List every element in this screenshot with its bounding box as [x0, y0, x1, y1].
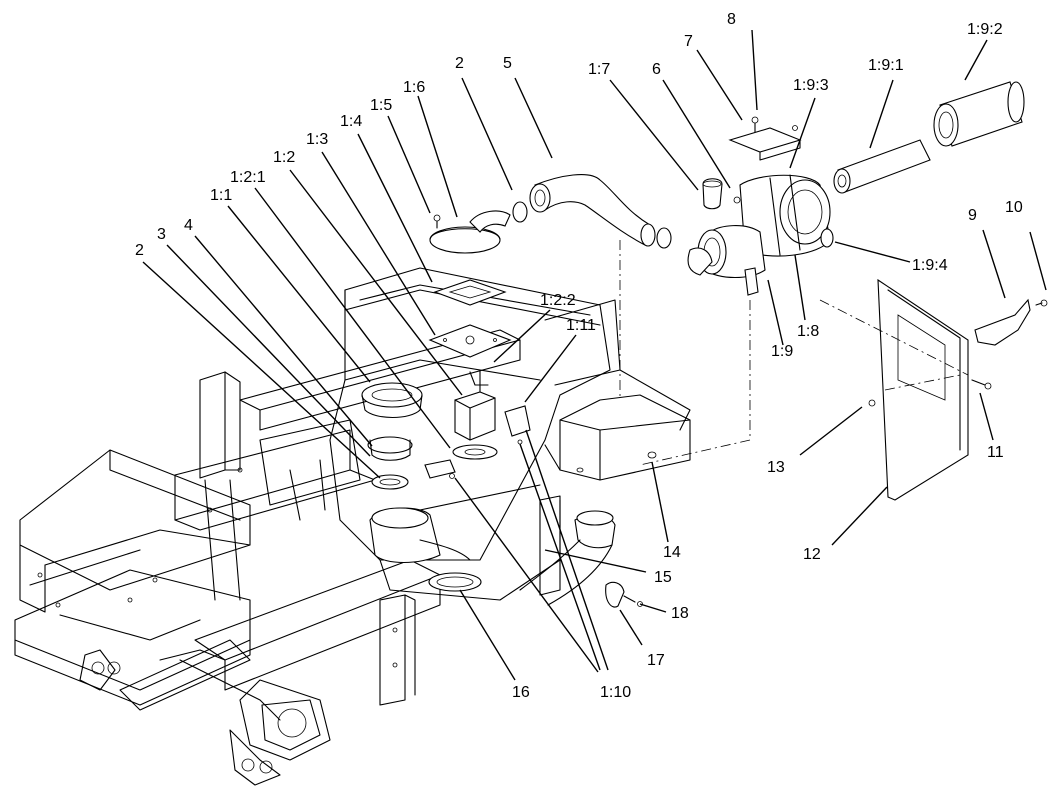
callout-2-left: 2: [135, 242, 144, 259]
rear-hose: [519, 510, 643, 608]
bracket-plates: [544, 240, 1048, 501]
leader-lines: [142, 29, 1047, 681]
callout-6: 6: [652, 61, 661, 78]
callout-12: 12: [803, 546, 821, 563]
callout-2-top: 2: [455, 55, 464, 72]
callout-11: 11: [987, 444, 1004, 461]
callout-1-9-2: 1:9:2: [967, 21, 1003, 38]
callout-10: 10: [1005, 199, 1023, 216]
callout-7: 7: [684, 33, 693, 50]
callout-18: 18: [671, 605, 689, 622]
callout-1-9-1: 1:9:1: [868, 57, 904, 74]
air-cleaner: [687, 81, 1025, 296]
callout-1-3: 1:3: [306, 131, 328, 148]
callout-9: 9: [968, 207, 977, 224]
callout-16: 16: [512, 684, 530, 701]
callout-8: 8: [727, 11, 736, 28]
callout-1-4: 1:4: [340, 113, 362, 130]
callout-1-7: 1:7: [588, 61, 610, 78]
callout-4: 4: [184, 217, 193, 234]
pump-assembly: [428, 210, 531, 460]
callout-5: 5: [503, 55, 512, 72]
callout-1-2: 1:2: [273, 149, 295, 166]
air-hose: [512, 174, 672, 249]
chassis-frame: [14, 329, 561, 786]
callout-13: 13: [767, 459, 785, 476]
callout-17: 17: [647, 652, 665, 669]
callout-1-9: 1:9: [771, 343, 793, 360]
callout-1-2-1: 1:2:1: [230, 169, 266, 186]
callout-15: 15: [654, 569, 672, 586]
callout-3: 3: [157, 226, 166, 243]
callout-1-6: 1:6: [403, 79, 425, 96]
callout-labels: 8 1:9:2 7 2 5 1:7 6 1:9:1 1:6 1:9:3 1:5 …: [135, 11, 1023, 701]
callout-1-9-3: 1:9:3: [793, 77, 829, 94]
callout-1-1: 1:1: [210, 187, 232, 204]
callout-1-10: 1:10: [600, 684, 631, 701]
callout-1-9-4: 1:9:4: [912, 257, 948, 274]
callout-1-5: 1:5: [370, 97, 392, 114]
callout-14: 14: [663, 544, 681, 561]
callout-1-2-2: 1:2:2: [540, 292, 576, 309]
callout-1-11: 1:11: [566, 317, 596, 334]
fuel-tank: [329, 267, 611, 601]
callout-1-8: 1:8: [797, 323, 819, 340]
